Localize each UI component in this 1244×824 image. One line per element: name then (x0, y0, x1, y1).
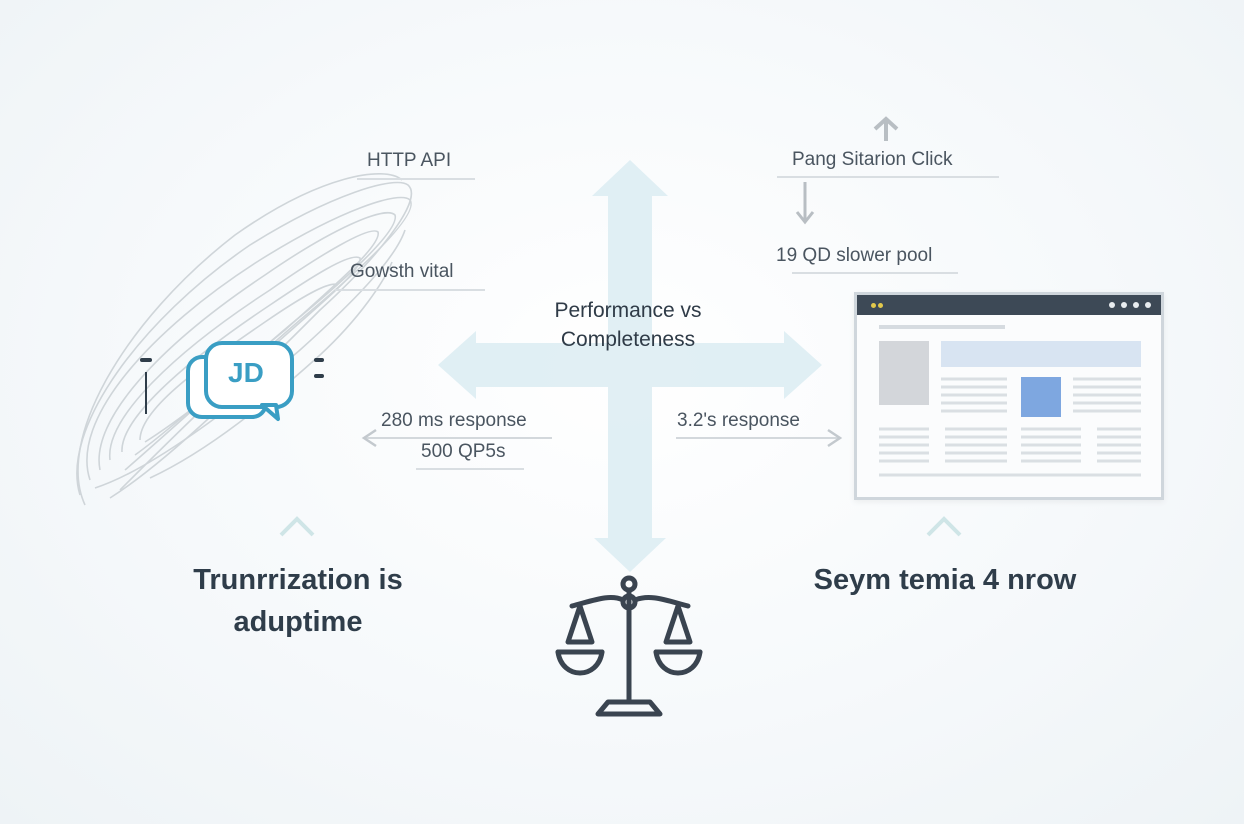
chevron-up-icon-right (926, 516, 962, 537)
left-caption-line1: Trunrrization is (193, 564, 403, 596)
browser-image-placeholder (879, 341, 929, 405)
right-mark-2 (314, 374, 324, 378)
browser-text-lines (879, 377, 1141, 477)
chat-bubble-icon (186, 341, 294, 421)
browser-titlebar (857, 295, 1161, 315)
browser-dot-1 (1109, 302, 1115, 308)
browser-blue-block (1021, 377, 1061, 417)
browser-dot-3 (1133, 302, 1139, 308)
left-qps-underline (416, 468, 524, 470)
left-arrow-icon (361, 428, 552, 448)
browser-address-line (879, 325, 1005, 329)
right-arrow-icon (676, 428, 843, 448)
left-mark (140, 358, 152, 362)
center-title-line1: Performance vs (554, 299, 702, 322)
page-station-underline (777, 176, 999, 178)
left-mark-stem (145, 372, 147, 414)
left-caption: Trunrrization is aduptime (160, 559, 436, 643)
growth-vital-underline (335, 289, 485, 291)
center-title-line2: Completeness (560, 328, 696, 351)
down-arrow-icon (795, 182, 815, 225)
slower-pool-underline (792, 272, 958, 274)
browser-dot-4 (1145, 302, 1151, 308)
left-caption-line2: aduptime (233, 606, 363, 638)
left-qps-metric: 500 QP5s (421, 441, 506, 462)
browser-dot-yellow-2 (878, 303, 883, 308)
browser-dot-2 (1121, 302, 1127, 308)
center-title: Performance vs Completeness (470, 296, 786, 354)
browser-dot-yellow (871, 303, 876, 308)
chevron-up-icon (279, 516, 315, 537)
balance-scale-icon (555, 575, 703, 717)
right-mark (314, 358, 324, 362)
browser-header-bar (941, 341, 1141, 367)
up-arrow-icon (873, 116, 899, 141)
http-api-label: HTTP API (367, 150, 452, 171)
growth-vital-label: Gowsth vital (350, 261, 454, 282)
page-station-click-label: Pang Sitarion Click (792, 149, 953, 170)
http-api-underline (357, 178, 475, 180)
chat-icon-text: JD (228, 357, 264, 388)
right-response-metric: 3.2's response (677, 410, 800, 431)
left-response-metric: 280 ms response (381, 410, 527, 431)
slower-pool-label: 19 QD slower pool (776, 245, 933, 266)
browser-window (854, 292, 1164, 500)
right-caption: Seym temia 4 nrow (813, 564, 1077, 596)
